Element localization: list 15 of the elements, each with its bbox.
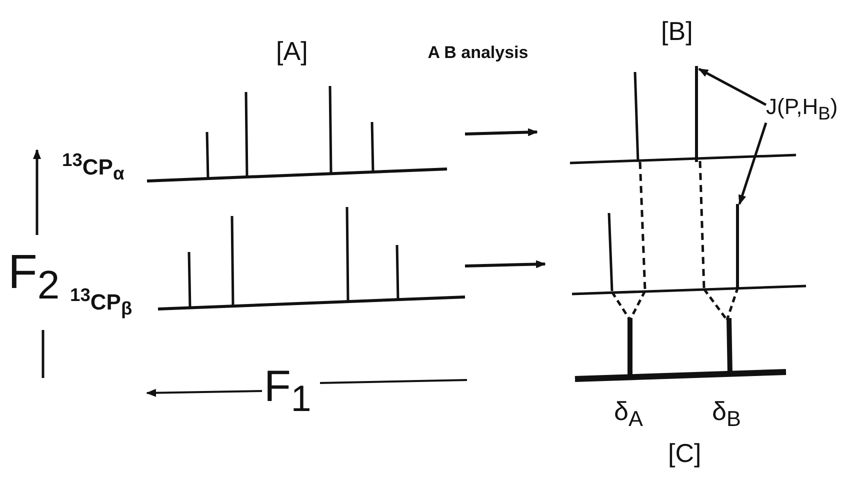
leader-line bbox=[738, 122, 768, 205]
coupling-label: J(P,H$_{B}$) bbox=[766, 94, 856, 130]
axis-label: F$_{2}$ bbox=[8, 248, 60, 307]
axis-label: F$_{1}$ bbox=[264, 364, 312, 418]
panel-label: [B] bbox=[661, 18, 693, 46]
shift-label: δ$_{A}$ bbox=[614, 398, 643, 431]
leader-line bbox=[698, 68, 767, 106]
panel-label: [A] bbox=[276, 38, 308, 66]
process-label: A B analysis bbox=[426, 44, 530, 62]
panel-label: [C] bbox=[668, 440, 702, 468]
spectrum-label: $^{13}$CP$_{β}$ bbox=[70, 285, 132, 318]
shift-label: δ$_{B}$ bbox=[712, 398, 741, 431]
spectral-peak bbox=[735, 204, 740, 288]
spectrum-label: $^{13}$CP$_{α}$ bbox=[62, 150, 124, 183]
spectral-peak bbox=[694, 66, 699, 162]
